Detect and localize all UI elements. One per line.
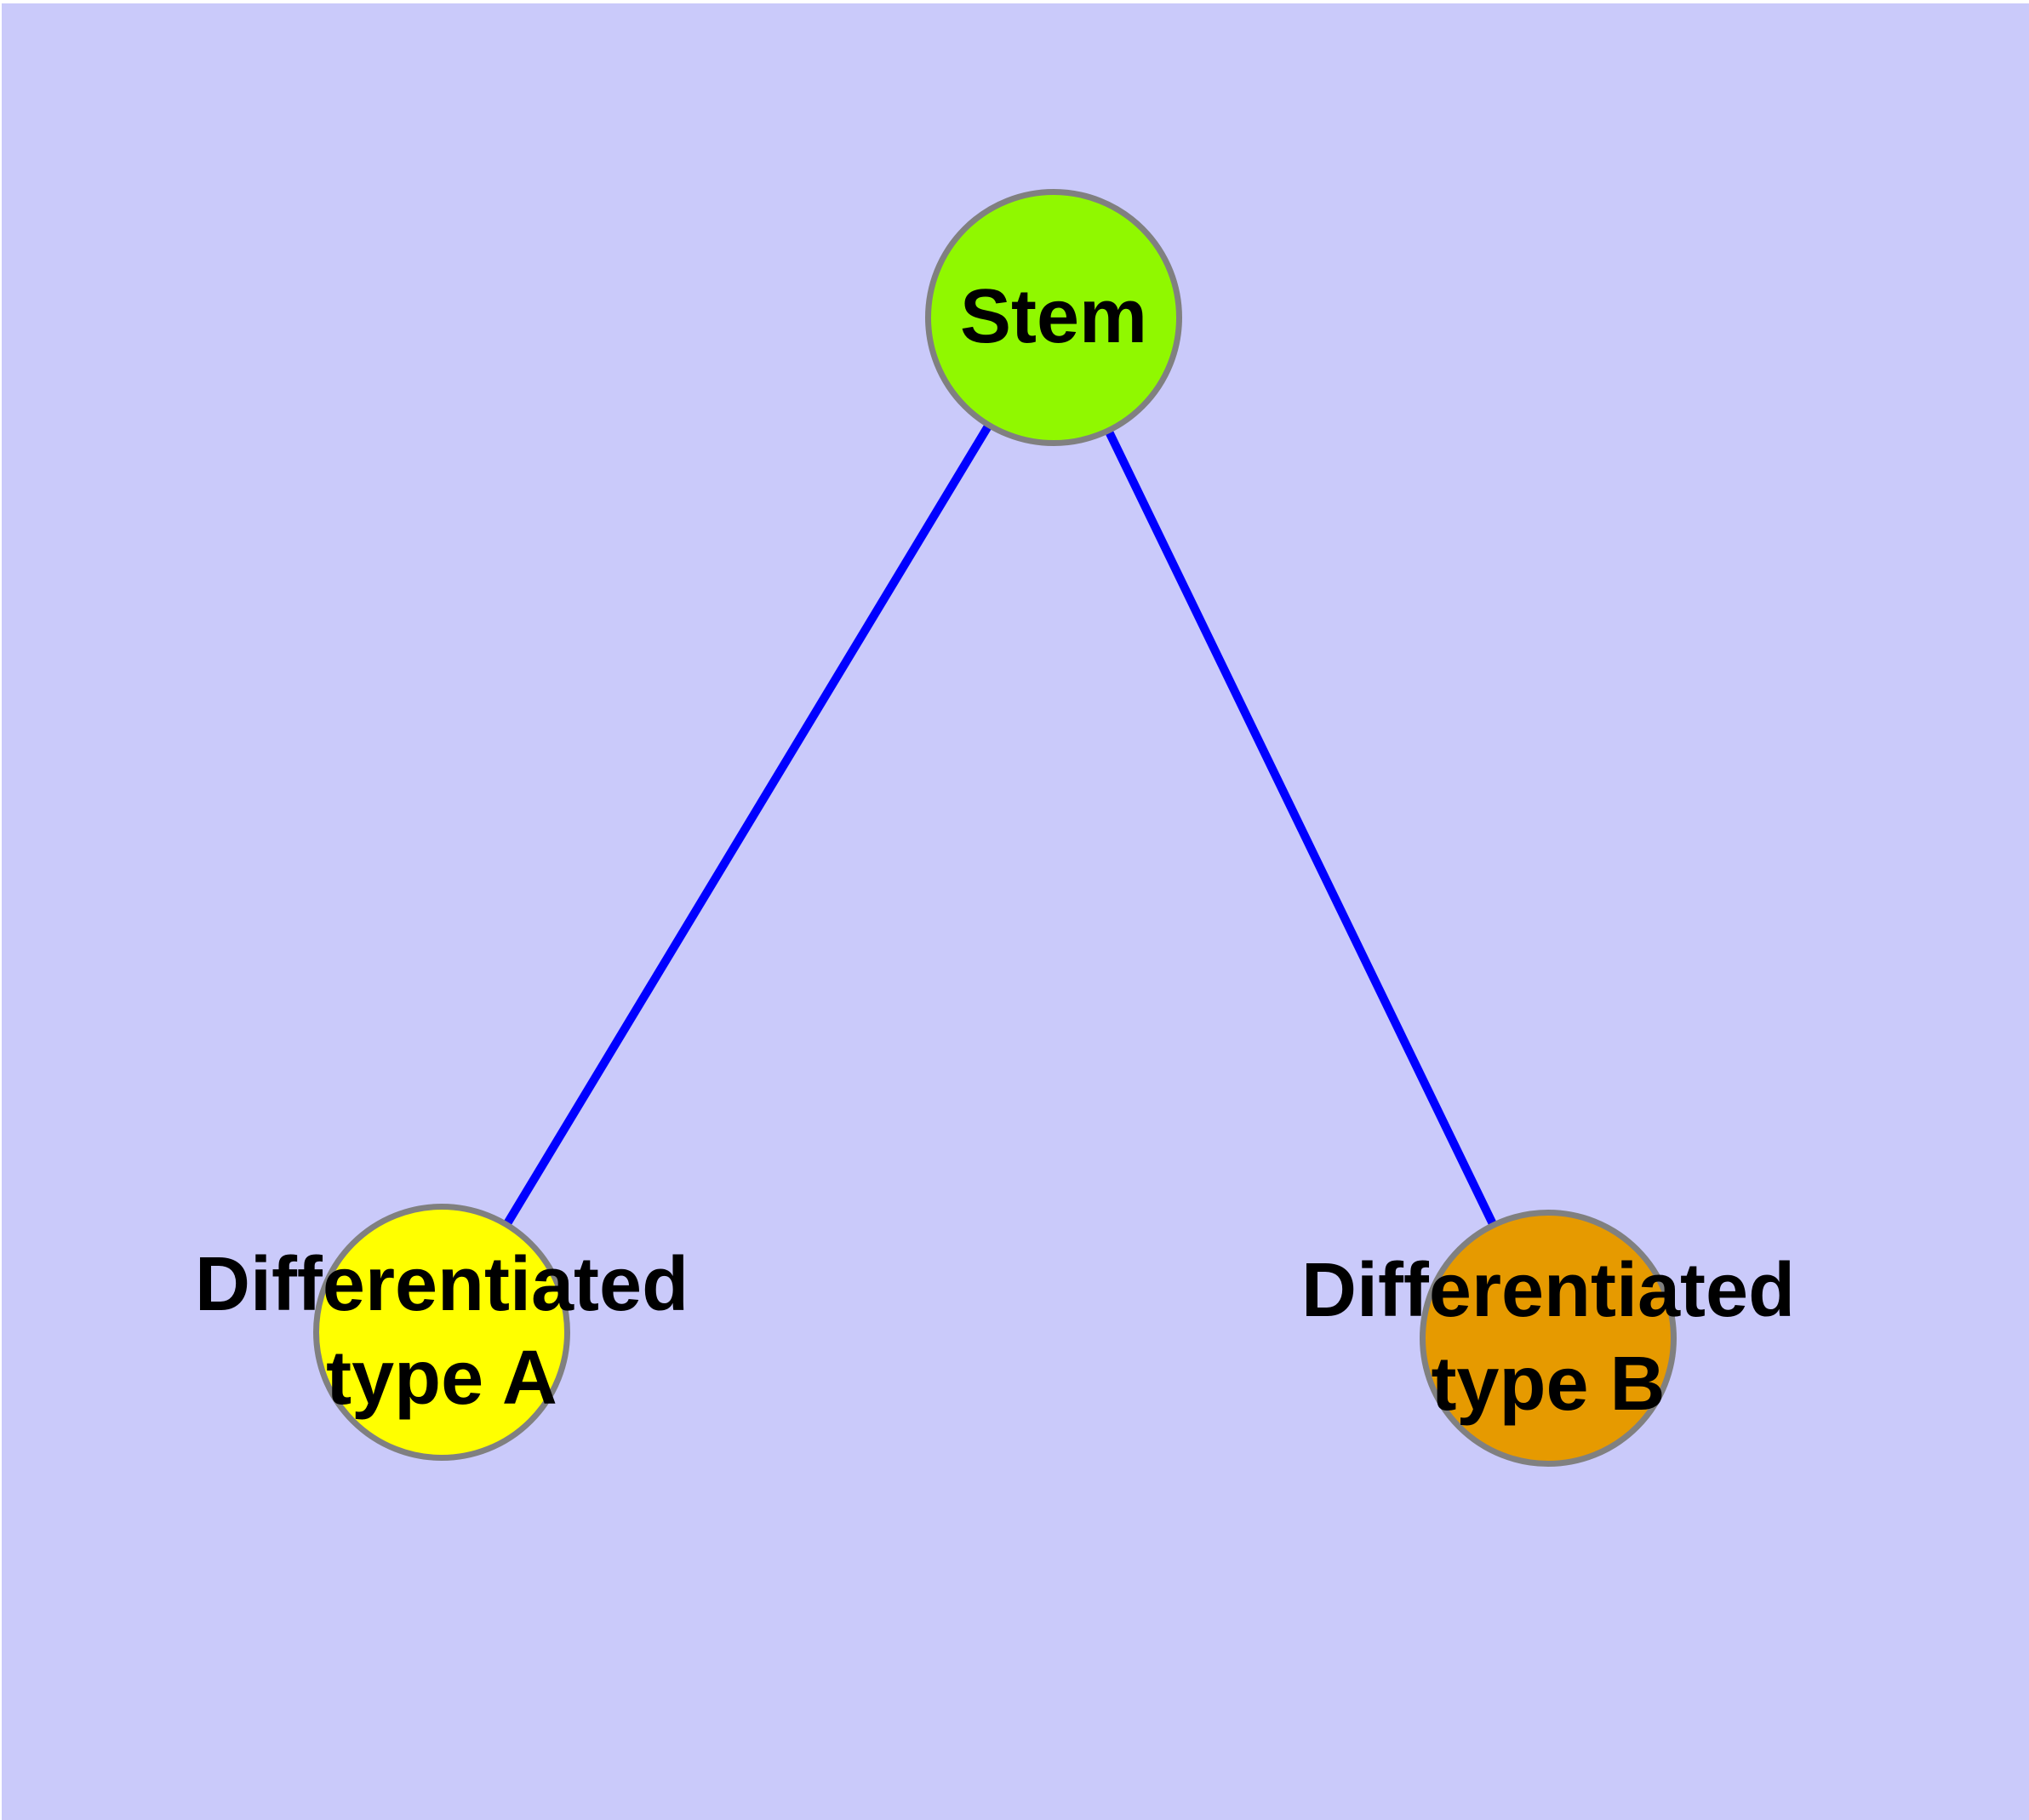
edge-stem-to-differentiated-type-a (437, 315, 1058, 1335)
edge-stem-to-differentiated-type-b (1049, 315, 1552, 1341)
node-stem (925, 189, 1182, 446)
node-differentiated-type-a (313, 1204, 570, 1461)
node-label-stem: Stem (959, 274, 1148, 360)
node-label-differentiated-type-a: Differentiated type A (194, 1242, 689, 1421)
node-label-differentiated-type-b: Differentiated type B (1300, 1248, 1796, 1427)
node-differentiated-type-b (1420, 1210, 1677, 1467)
